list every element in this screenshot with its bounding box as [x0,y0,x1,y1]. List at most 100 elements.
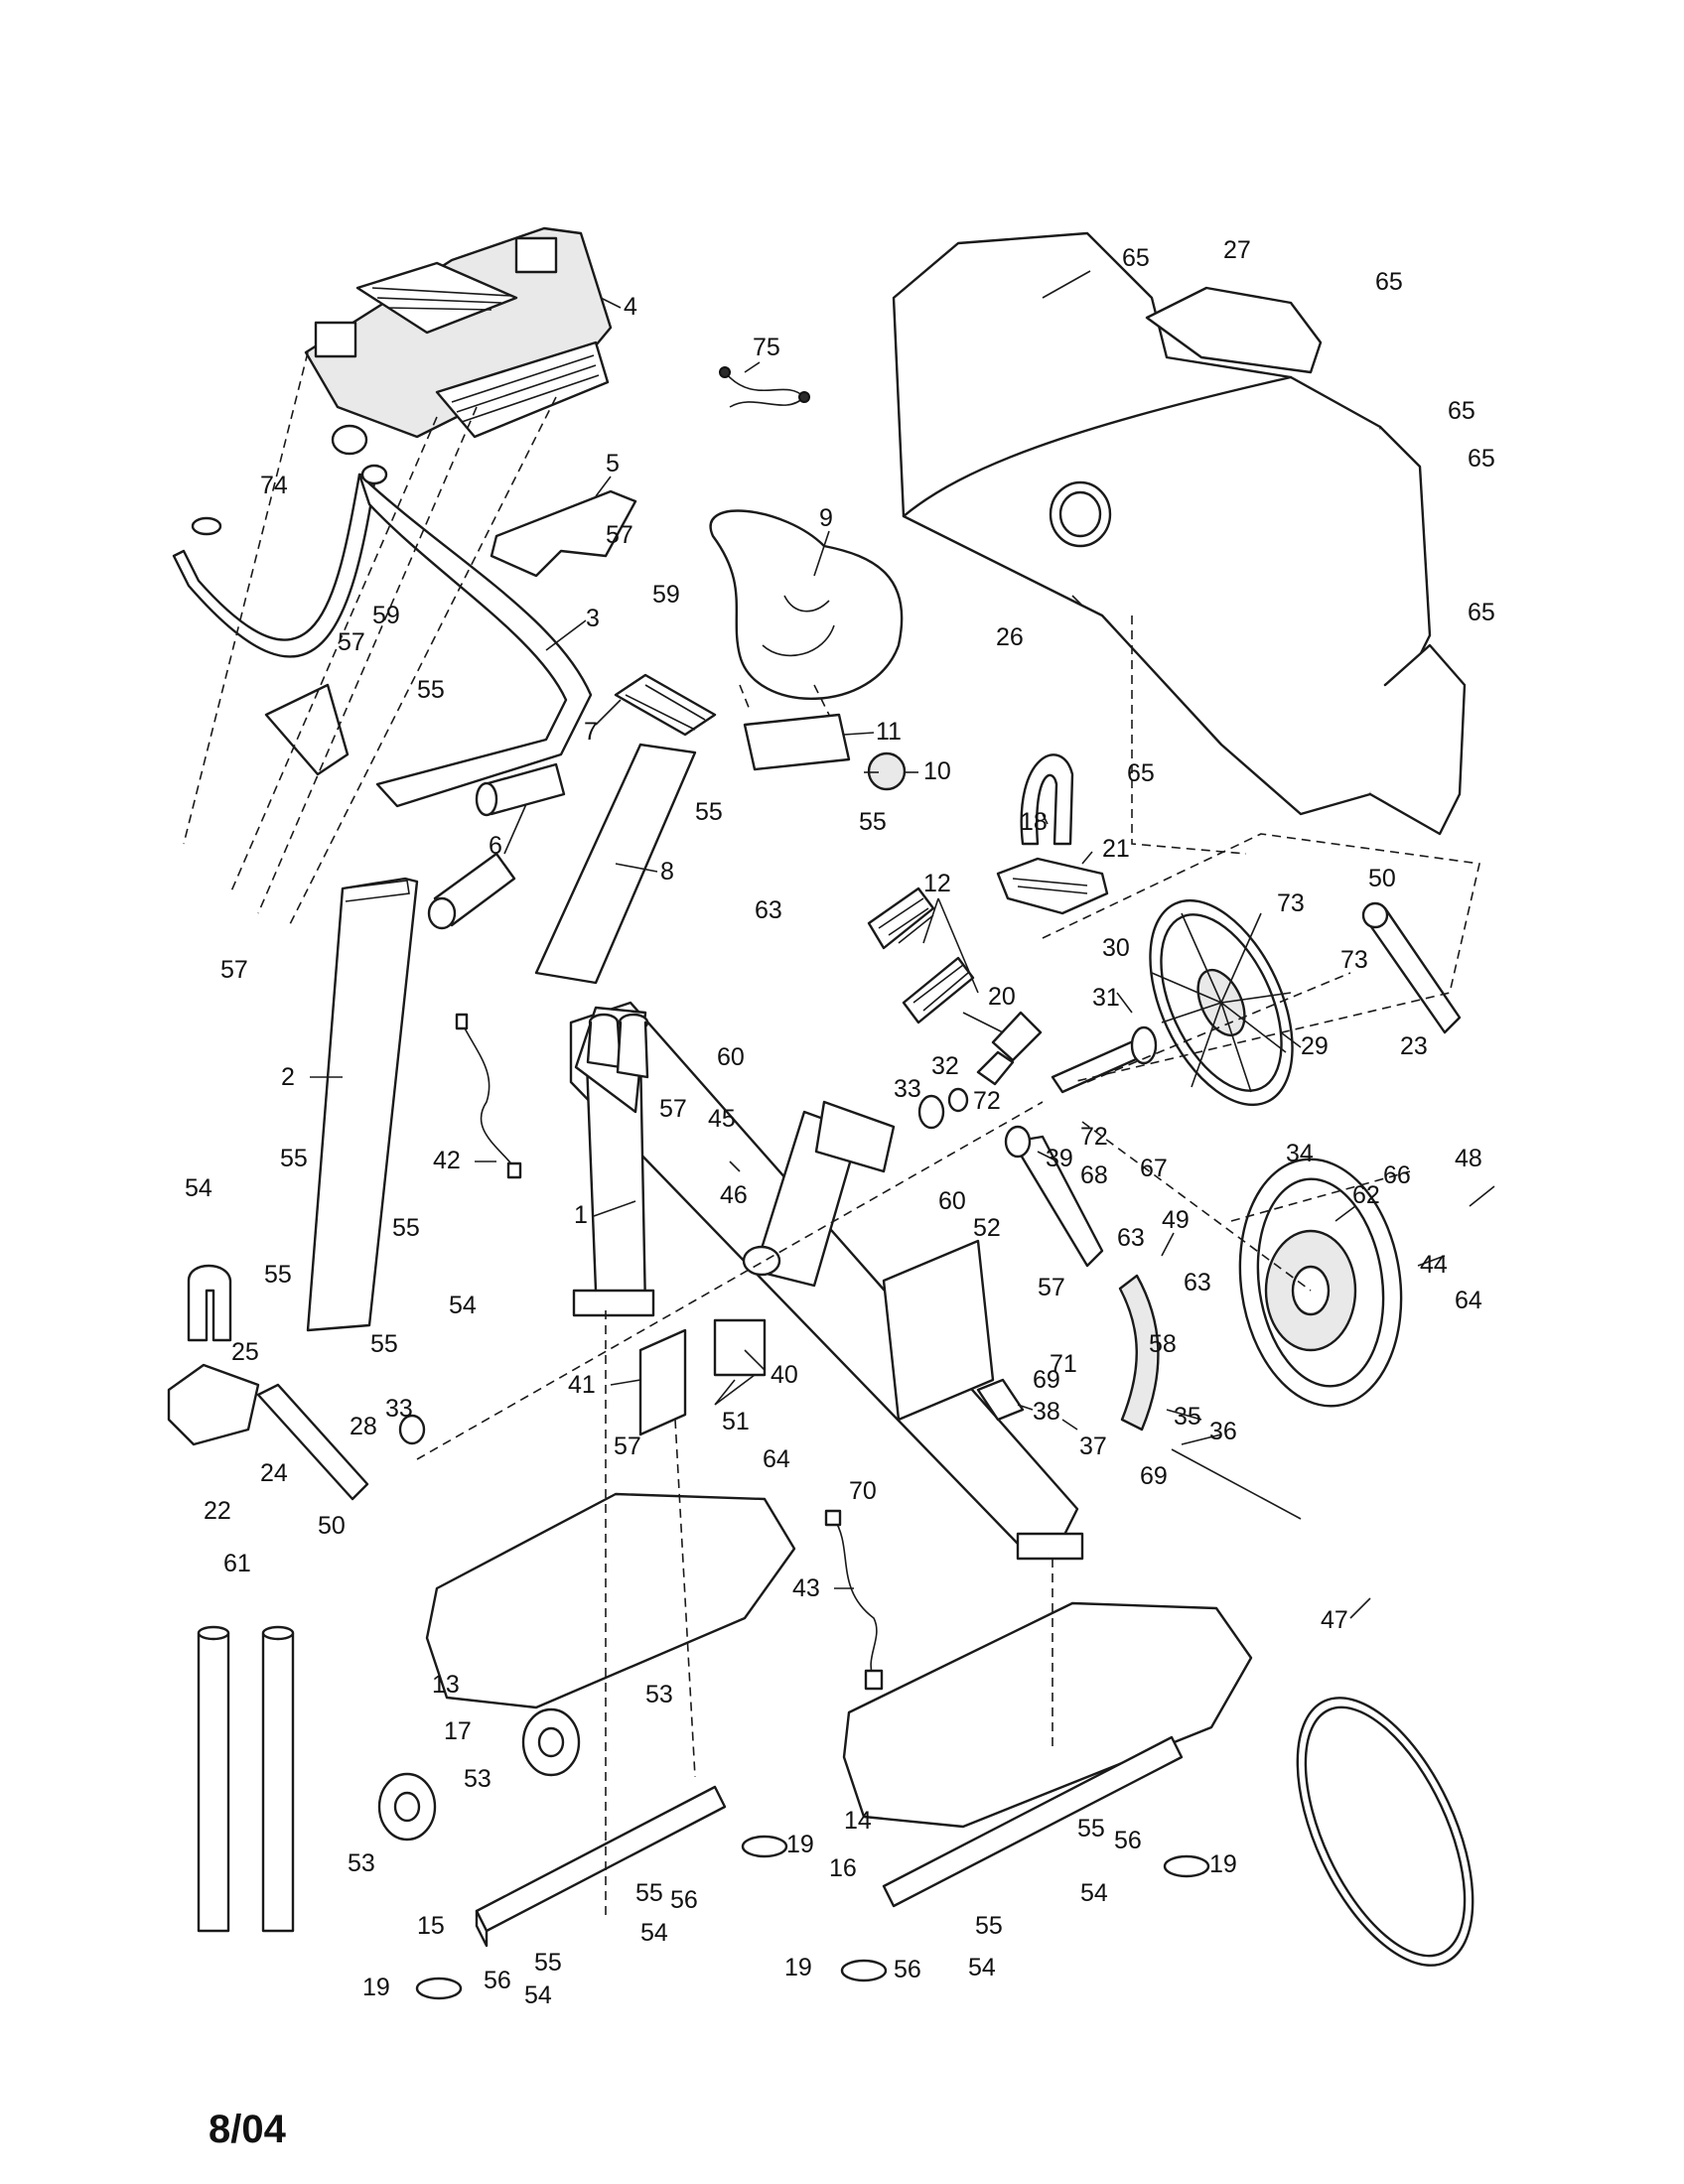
callout-4: 4 [624,293,637,321]
callout-29: 29 [1301,1032,1329,1060]
callout-53a: 53 [645,1681,673,1708]
callout-75: 75 [753,334,780,361]
callout-73a: 73 [1277,889,1305,917]
callout-55g: 55 [859,808,887,836]
part-wire-43 [824,1509,884,1691]
callout-39: 39 [1046,1145,1073,1172]
part-pedal-strap [1020,753,1074,846]
callout-65d: 65 [1468,445,1495,473]
part-levelers [415,1835,1210,2000]
callout-8: 8 [660,858,674,886]
part-shroud [892,231,1467,836]
callout-15: 15 [417,1912,445,1940]
callout-36: 36 [1209,1418,1237,1445]
callout-69b: 69 [1140,1462,1168,1490]
callout-7: 7 [584,718,598,746]
callout-2: 2 [281,1063,295,1091]
part-seat [709,509,904,701]
callout-14: 14 [844,1807,872,1835]
callout-56d: 56 [894,1956,921,1983]
callout-57c: 57 [606,521,633,549]
callout-54f: 54 [968,1954,996,1981]
callout-55d: 55 [370,1330,398,1358]
callout-42: 42 [433,1147,461,1174]
callout-31: 31 [1092,984,1120,1012]
part-seat-knob [864,751,907,791]
callout-55k: 55 [975,1912,1003,1940]
callout-54c: 54 [640,1919,668,1947]
part-belt [1296,1697,1474,1967]
assembly-lines [183,351,1480,1916]
part-wheels [377,1707,581,1842]
callout-19c: 19 [784,1954,812,1981]
callout-65f: 65 [1127,759,1155,787]
part-idler-arm [1004,1125,1104,1268]
callout-19d: 19 [1209,1850,1237,1878]
callout-24: 24 [260,1459,288,1487]
part-motor [976,1378,1025,1422]
callout-13: 13 [432,1671,460,1699]
callout-25: 25 [231,1338,259,1366]
callout-labels: 1 2 3 4 5 6 7 8 9 10 11 12 13 14 15 16 1… [185,236,1495,2009]
part-flywheel [1238,1158,1403,1408]
part-handlebar [172,464,593,808]
part-cable-75 [719,366,810,408]
callout-69a: 69 [1033,1366,1060,1394]
callout-62: 62 [1352,1181,1380,1209]
callout-55a: 55 [280,1145,308,1172]
callout-70: 70 [849,1477,877,1505]
callout-45: 45 [708,1105,736,1133]
callout-41: 41 [568,1371,596,1399]
callout-32: 32 [931,1052,959,1080]
part-tubes [197,1625,295,1933]
callout-54e: 54 [1080,1879,1108,1907]
callout-60b: 60 [938,1187,966,1215]
callout-3: 3 [586,605,600,632]
callout-38: 38 [1033,1398,1060,1426]
callout-54d: 54 [524,1981,552,2009]
callout-72a: 72 [973,1087,1001,1115]
callout-59b: 59 [652,581,680,609]
callout-20: 20 [988,983,1016,1011]
callout-5: 5 [606,450,620,478]
callout-67: 67 [1140,1155,1168,1182]
callout-26: 26 [996,623,1024,651]
callout-63b: 63 [1117,1224,1145,1252]
callout-34: 34 [1286,1140,1314,1167]
callout-6: 6 [489,832,502,860]
callout-55f: 55 [695,798,723,826]
callout-19b: 19 [786,1831,814,1858]
part-seat-bracket [743,713,851,771]
callout-68: 68 [1080,1161,1108,1189]
part-seat-carriage [614,673,717,737]
callout-12: 12 [923,870,951,897]
callout-1: 1 [574,1201,588,1229]
callout-51: 51 [722,1408,750,1435]
callout-59a: 59 [372,602,400,629]
part-stabilizers [475,1735,1184,1948]
callout-19a: 19 [362,1974,390,2001]
callout-27: 27 [1223,236,1251,264]
part-bracket-plates [638,1239,995,1436]
part-grips [427,762,566,930]
part-pulley-small [976,1011,1043,1086]
callout-61: 61 [223,1550,251,1577]
callout-65c: 65 [1448,397,1475,425]
callout-64a: 64 [763,1445,790,1473]
callout-50a: 50 [1368,865,1396,892]
part-wire-42 [455,1013,522,1179]
callout-63c: 63 [1184,1269,1211,1297]
callout-73b: 73 [1340,946,1368,974]
callout-22: 22 [204,1497,231,1525]
part-cable-36 [1171,1448,1302,1520]
callout-72b: 72 [1080,1123,1108,1151]
callout-65a: 65 [1122,244,1150,272]
callout-28: 28 [350,1413,377,1440]
part-bearings [398,1087,969,1445]
part-frame [569,1001,1084,1561]
part-end-caps [191,424,368,536]
callout-56c: 56 [1114,1827,1142,1854]
callout-55j: 55 [1077,1815,1105,1843]
callout-58: 58 [1149,1330,1177,1358]
